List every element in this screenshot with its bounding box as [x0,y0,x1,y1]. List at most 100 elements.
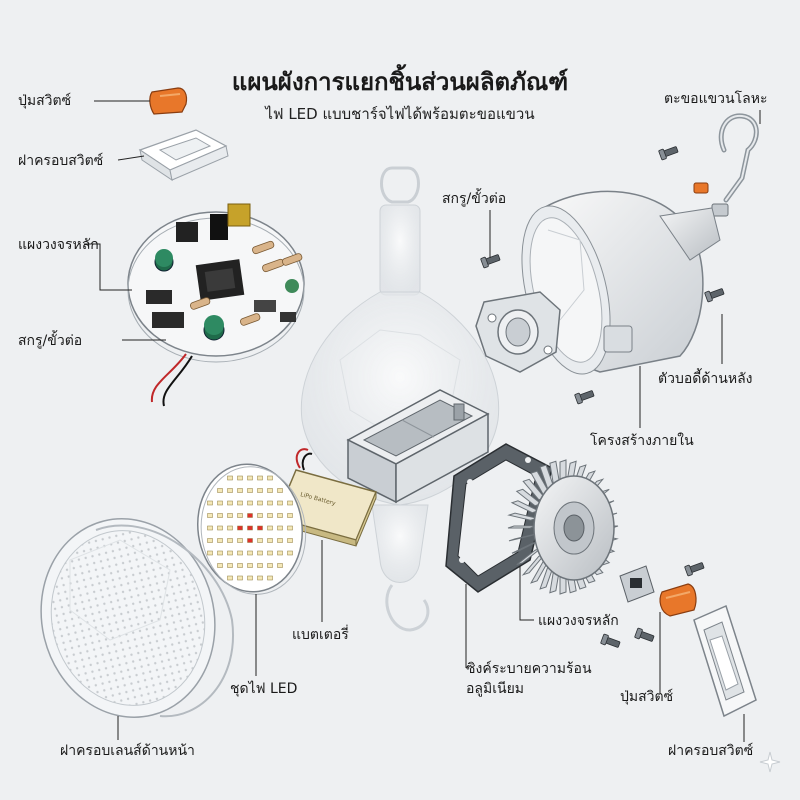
led-chip [237,475,243,481]
small-bracket-part [619,565,655,603]
label-heatsink-line1: ซิงค์ระบายความร้อน [466,661,592,677]
led-chip [257,500,263,506]
led-chip [287,525,293,531]
led-chip [237,513,243,518]
led-chip [257,550,263,556]
led-chip [277,525,283,531]
heatsink-part [507,459,619,595]
led-chip [267,525,273,531]
led-chip [217,550,223,556]
led-chip [267,538,273,543]
diagram-title: แผนผังการแยกชิ้นส่วนผลิตภัณฑ์ [231,68,569,96]
label-inner-frame: โครงสร้างภายใน [590,433,694,449]
label-front-lens-cover: ฝาครอบเลนส์ด้านหน้า [60,743,195,759]
led-chip [217,500,223,506]
led-chip [247,500,253,506]
led-chip [277,538,283,543]
leader-lines [84,100,761,742]
led-chip [237,550,243,556]
switch-cover-top-part [138,129,229,182]
diagram-subtitle: ไฟ LED แบบชาร์จไฟได้พร้อมตะขอแขวน [265,105,535,123]
led-module-part [196,463,307,595]
led-chip [247,488,253,493]
label-switch-button-left: ปุ่มสวิตซ์ [18,93,72,109]
led-chip [207,550,213,556]
label-main-pcb-left: แผงวงจรหลัก [18,237,99,253]
led-chip [227,475,233,481]
led-chip [247,513,253,518]
led-chip [287,550,293,556]
led-chip [267,488,273,493]
led-chips [207,475,293,581]
led-chip [237,500,243,506]
led-chip [227,500,233,506]
led-chip [247,550,253,556]
led-chip [227,563,233,568]
label-screw-left: สกรู/ขั้วต่อ [18,333,83,349]
led-chip [227,513,233,518]
label-screw-top: สกรู/ขั้วต่อ [442,191,507,207]
led-chip [207,500,213,506]
led-chip [247,475,253,481]
led-chip [217,563,223,568]
switch-cover-bottom-part [693,604,757,718]
led-chip [247,538,253,543]
front-lens-cover-part [40,518,235,718]
label-switch-button-bottom: ปุ่มสวิตซ์ [620,689,674,705]
led-chip [207,525,213,531]
led-chip [217,488,223,493]
led-chip [287,513,293,518]
led-chip [267,575,273,581]
led-chip [277,513,283,518]
switch-button-top-part [149,87,188,115]
battery-holder-part [346,389,490,504]
led-chip [247,525,253,531]
led-chip [207,513,213,518]
led-chip [227,550,233,556]
screws [480,146,725,648]
metal-hook-part [693,113,759,217]
led-chip [277,563,283,568]
label-switch-cover-left: ฝาครอบสวิตซ์ [18,153,104,169]
label-heatsink-line2: อลูมิเนียม [466,681,525,697]
label-rear-body: ตัวบอดี้ด้านหลัง [658,371,753,387]
led-chip [237,488,243,493]
led-chip [227,538,233,543]
main-pcb-board [127,203,305,407]
led-chip [237,525,243,531]
led-chip [257,563,263,568]
led-chip [277,550,283,556]
inner-frame-part [475,291,561,373]
led-chip [217,513,223,518]
led-chip [227,525,233,531]
label-metal-hook: ตะขอแขวนโลหะ [664,91,768,107]
led-chip [247,563,253,568]
label-battery: แบตเตอรี่ [292,627,349,643]
led-chip [217,525,223,531]
led-chip [257,538,263,543]
led-chip [267,550,273,556]
led-chip [287,538,293,543]
led-chip [257,513,263,518]
led-chip [257,475,263,481]
led-chip [247,575,253,581]
led-chip [267,513,273,518]
led-chip [237,538,243,543]
sparkle-mark [759,751,781,773]
label-main-pcb-bottom: แผงวงจรหลัก [538,613,619,629]
label-led-module: ชุดไฟ LED [230,681,298,697]
led-chip [257,525,263,531]
led-chip [257,488,263,493]
led-chip [237,575,243,581]
label-switch-cover-bottom: ฝาครอบสวิตซ์ [668,743,754,759]
led-chip [237,563,243,568]
led-chip [287,500,293,506]
switch-button-bottom-part [659,583,697,617]
led-chip [277,500,283,506]
led-chip [267,500,273,506]
heatsink-fin [507,525,537,529]
led-chip [277,488,283,493]
led-chip [227,575,233,581]
